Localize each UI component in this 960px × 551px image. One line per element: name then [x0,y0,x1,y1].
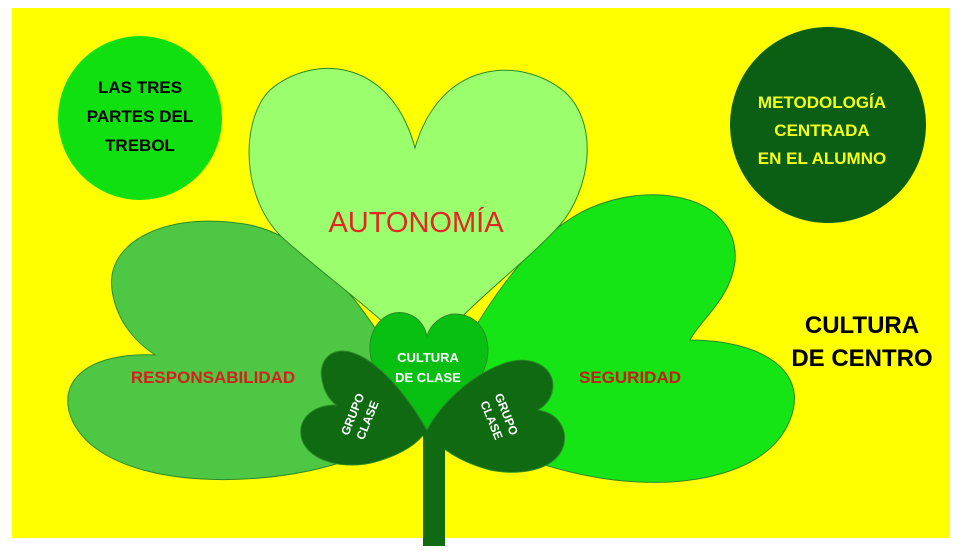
circle-left-line-1: LAS TRES [98,78,182,97]
outer-label-line-1: CULTURA [805,312,919,339]
circle-metodologia [730,27,926,223]
leaf-label-autonomia: AUTONOMÍA [328,206,504,239]
circle-left-line-2: PARTES DEL [87,107,193,126]
inner-center-line-2: DE CLASE [395,370,461,385]
outer-label-line-2: DE CENTRO [791,345,932,372]
leaf-label-seguridad: SEGURIDAD [579,368,681,387]
stem [423,430,445,546]
circle-las-tres-partes [58,36,222,200]
circle-right-line-1: METODOLOGÍA [758,93,886,112]
circle-left-line-3: TREBOL [105,136,175,155]
leaf-autonomia [248,67,588,366]
inner-leaf-grupo-clase-right [426,359,565,473]
circle-right-line-2: CENTRADA [774,121,869,140]
circle-right-line-3: EN EL ALUMNO [758,149,886,168]
inner-center-line-1: CULTURA [397,350,459,365]
leaf-label-responsabilidad: RESPONSABILIDAD [131,368,295,387]
inner-leaf-grupo-clase-left [300,350,428,466]
